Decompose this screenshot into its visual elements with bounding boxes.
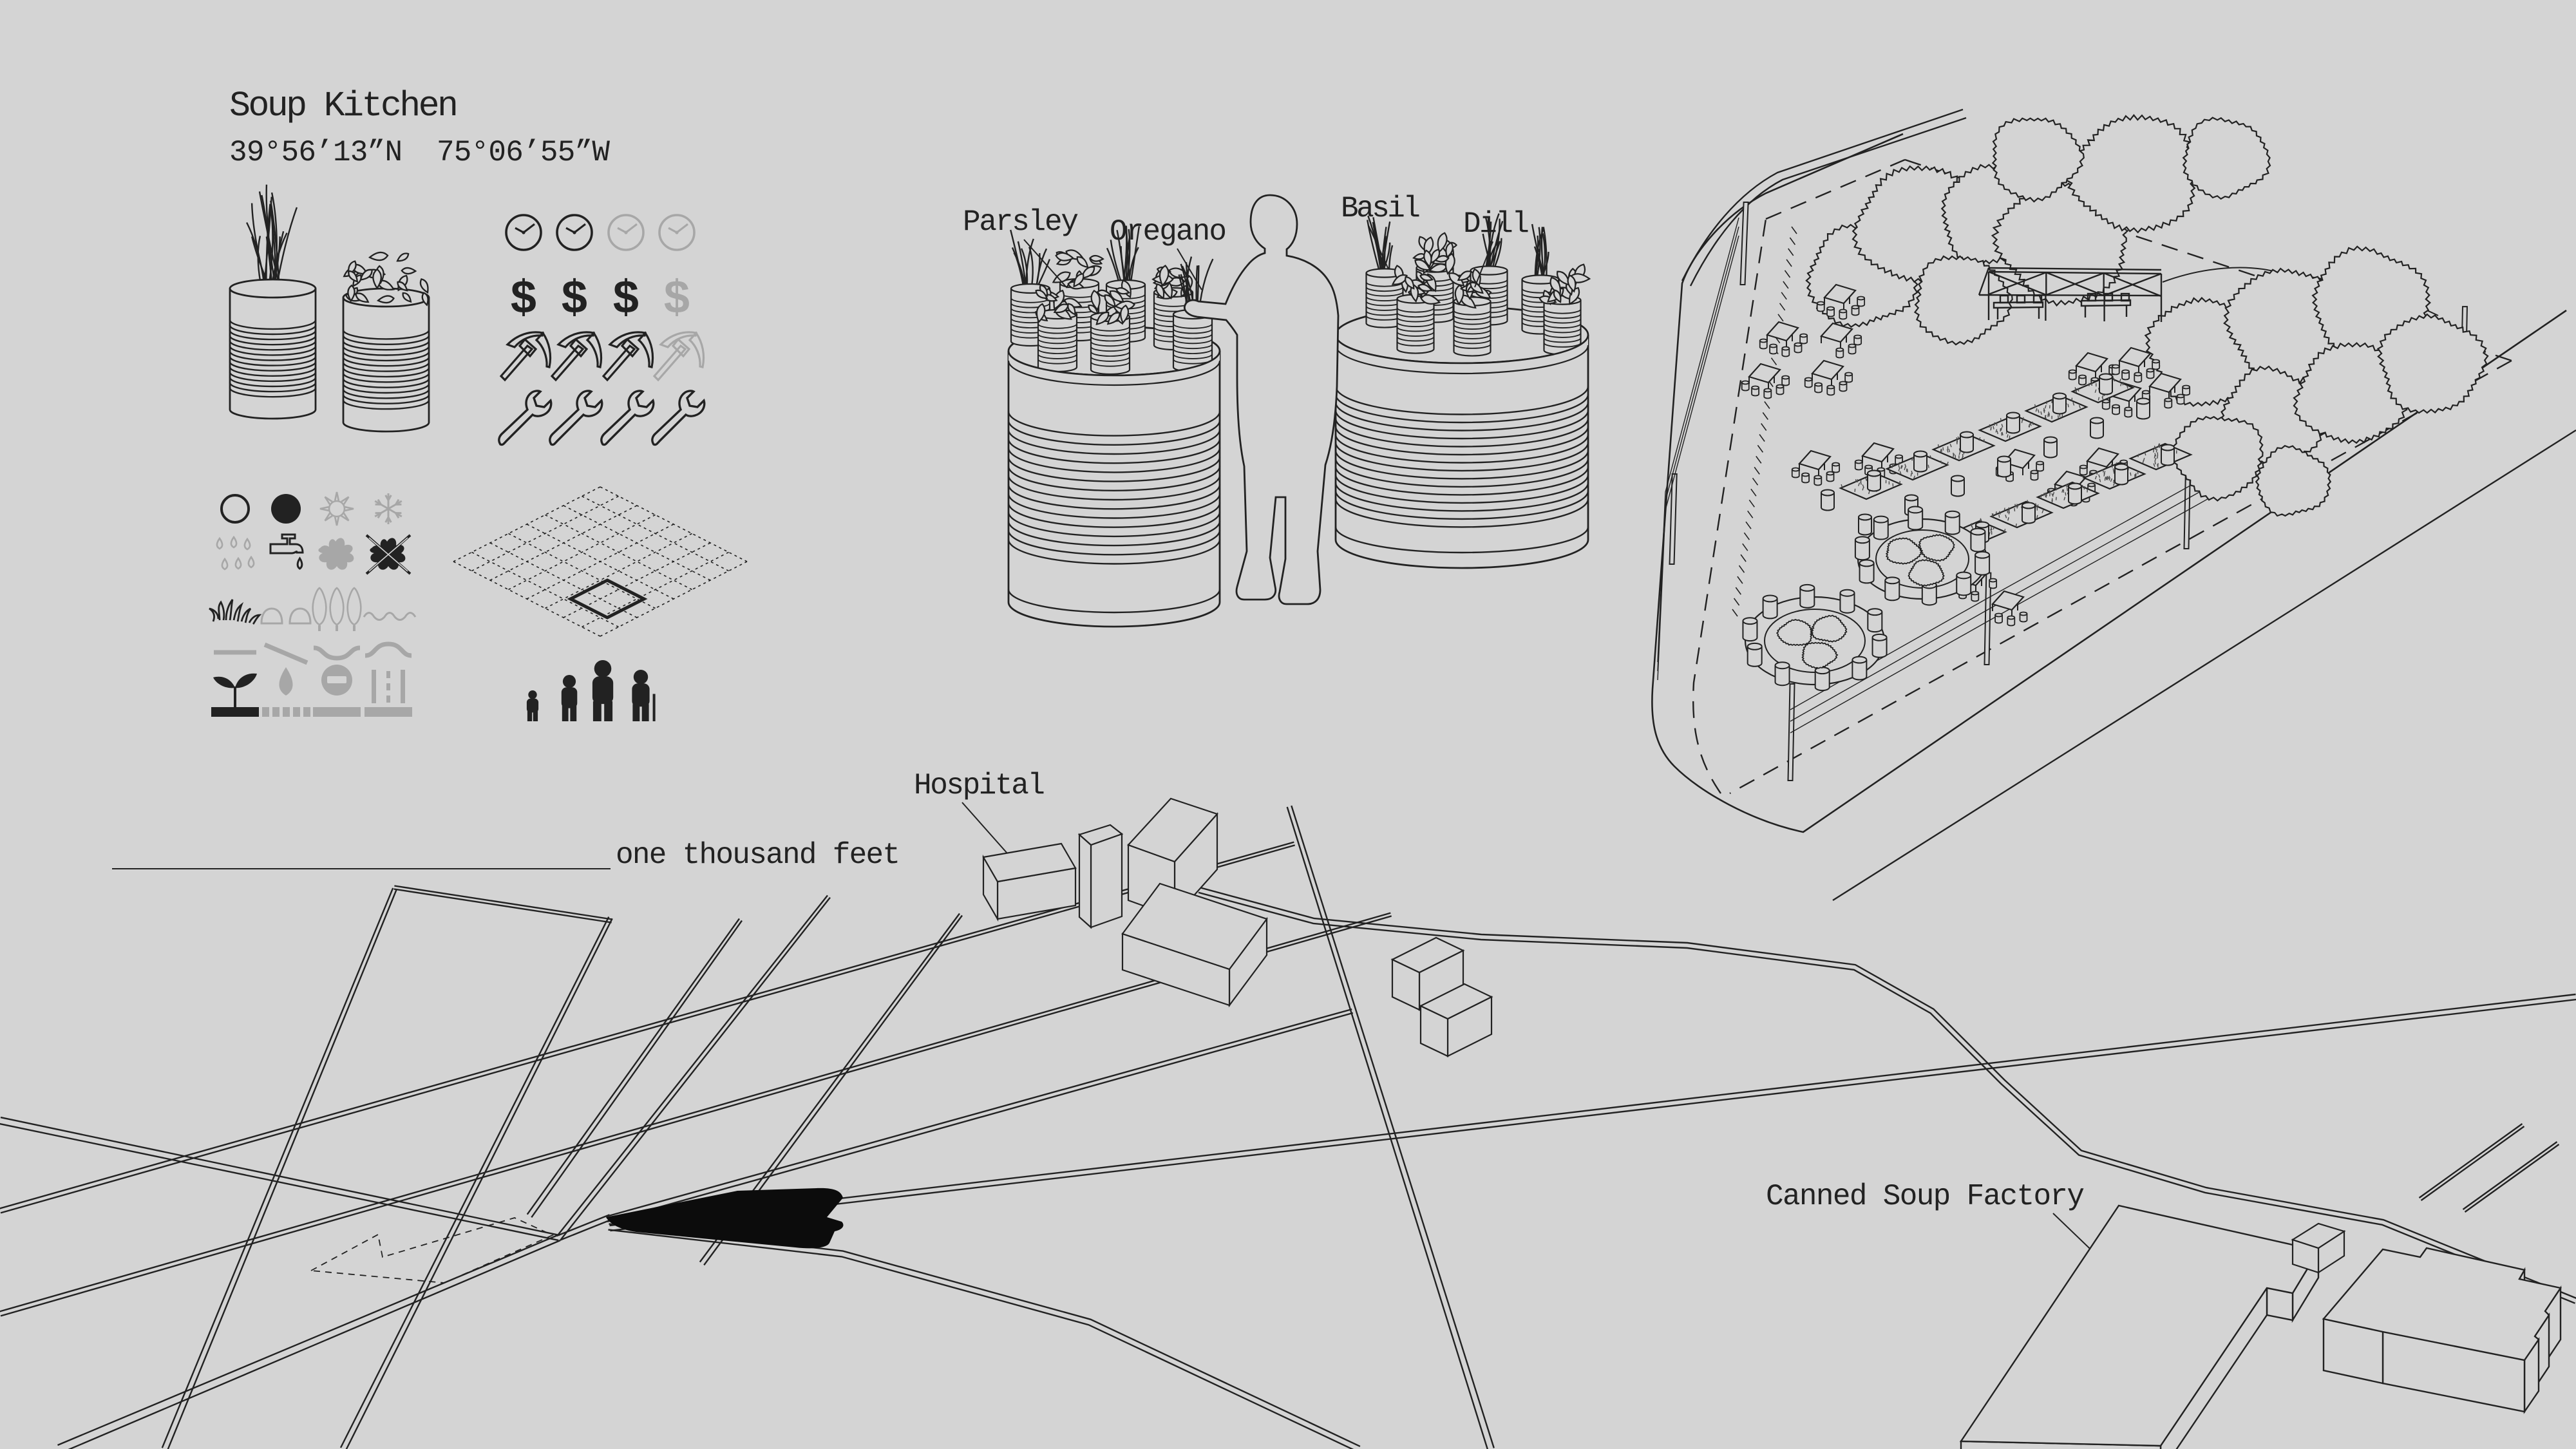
svg-text:Basil: Basil (1341, 192, 1421, 225)
svg-text:$: $ (663, 274, 690, 327)
svg-text:Canned Soup Factory: Canned Soup Factory (1766, 1180, 2085, 1213)
svg-text:$: $ (509, 274, 537, 327)
svg-text:Parsley: Parsley (963, 205, 1079, 239)
svg-text:$: $ (612, 274, 639, 327)
svg-text:Oregano: Oregano (1110, 215, 1227, 249)
svg-text:one thousand feet: one thousand feet (616, 838, 900, 872)
svg-text:Soup Kitchen: Soup Kitchen (229, 86, 459, 126)
svg-text:Hospital: Hospital (914, 769, 1045, 802)
svg-text:39°56’13”N 75°06’55”W: 39°56’13”N 75°06’55”W (229, 136, 610, 169)
svg-text:$: $ (560, 274, 588, 327)
svg-text:Dill: Dill (1463, 207, 1530, 241)
